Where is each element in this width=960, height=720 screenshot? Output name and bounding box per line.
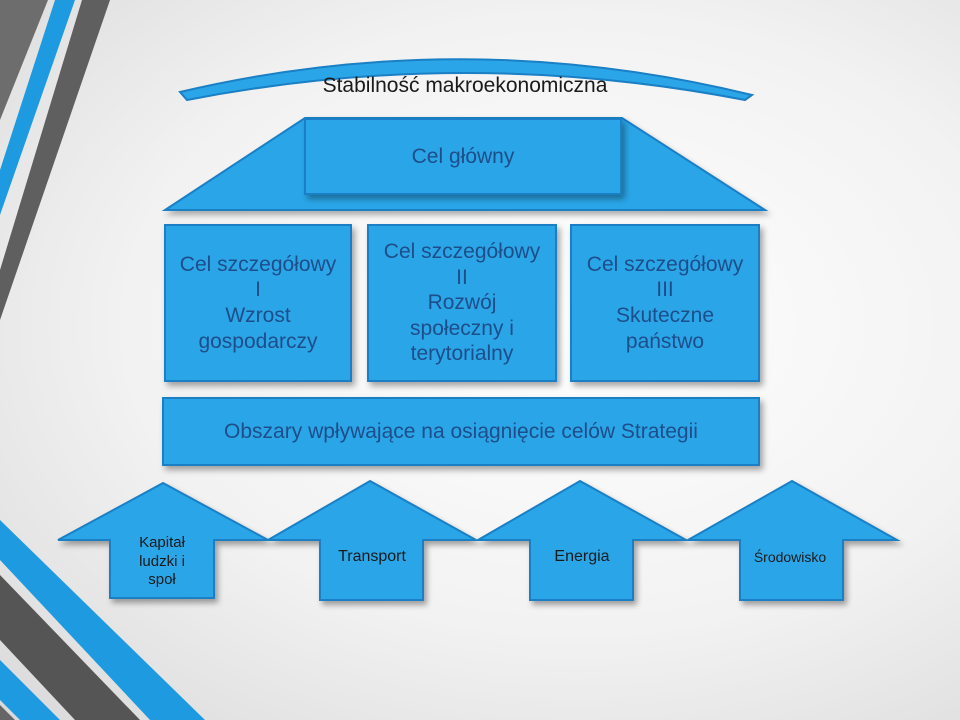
specific-goal-1-line: Wzrost xyxy=(225,304,291,327)
macro-stability-label: Stabilność makroekonomiczna xyxy=(322,74,608,97)
specific-goal-1-line: gospodarczy xyxy=(198,329,318,353)
main-goal-box: Cel główny xyxy=(304,118,622,195)
specific-goal-1-line: I xyxy=(255,278,261,302)
arrow-2-label: Transport xyxy=(310,540,434,574)
areas-box: Obszary wpływające na osiągnięcie celów … xyxy=(162,397,760,466)
main-goal-label: Cel główny xyxy=(411,144,515,168)
specific-goal-2-line: Rozwój xyxy=(427,291,497,315)
specific-goal-3-line: III xyxy=(656,278,674,302)
specific-goal-1-box: Cel szczegółowy I Wzrost gospodarczy xyxy=(164,224,352,382)
specific-goal-3-line: państwo xyxy=(625,329,705,353)
arrow-1-label: Kapitał ludzki i społ xyxy=(110,526,214,598)
stripe-gray-corner xyxy=(0,705,15,720)
arrow-3-label: Energia xyxy=(520,540,644,574)
specific-goal-2-box: Cel szczegółowy II Rozwój społeczny i te… xyxy=(367,224,557,382)
arrow-1-line: Kapitał xyxy=(139,533,185,551)
specific-goal-2-line: terytorialny xyxy=(410,342,514,366)
arrow-3-shape xyxy=(474,479,690,601)
arrow-4-label: Środowisko xyxy=(728,540,852,574)
macro-arc xyxy=(178,58,755,102)
stripe-blue-bottom xyxy=(0,520,205,720)
specific-goal-1-line: Cel szczegółowy xyxy=(179,252,337,276)
stripe-blue-corner xyxy=(0,660,60,720)
specific-goal-3-box: Cel szczegółowy III Skuteczne państwo xyxy=(570,224,760,382)
arrow-1-line: ludzki i xyxy=(139,552,185,570)
specific-goal-3-line: Skuteczne xyxy=(615,304,715,327)
arrow-shapes xyxy=(57,479,901,601)
stripe-gray-bottom xyxy=(0,575,140,720)
stripe-gray-left xyxy=(0,0,110,320)
arrow-3-text: Energia xyxy=(554,548,610,565)
arrow-4-shape xyxy=(684,479,901,601)
specific-goal-2-line: II xyxy=(456,265,468,289)
stripe-blue-top xyxy=(0,0,75,215)
areas-label: Obszary wpływające na osiągnięcie celów … xyxy=(224,419,698,443)
specific-goal-2-line: Cel szczegółowy xyxy=(383,239,541,263)
specific-goal-3-line: Cel szczegółowy xyxy=(586,252,744,276)
stripe-gray-top xyxy=(0,0,48,120)
arrow-2-text: Transport xyxy=(338,548,406,565)
arrow-2-shape xyxy=(264,479,480,601)
arrow-1-line: społ xyxy=(148,571,176,589)
specific-goal-2-line: społeczny i xyxy=(410,316,514,340)
arrow-4-text: Środowisko xyxy=(753,549,827,565)
arrow-1-shape xyxy=(57,481,269,599)
